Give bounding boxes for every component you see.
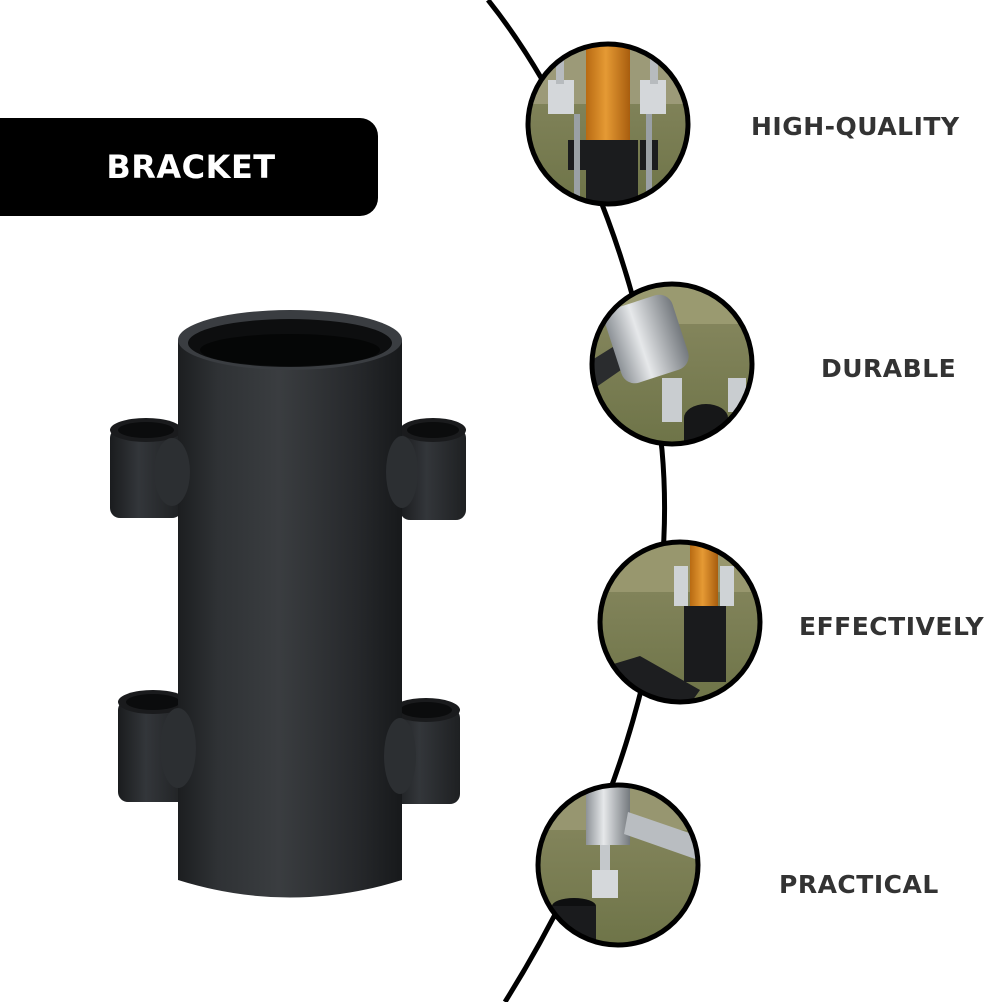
feature-label-durable: DURABLE xyxy=(821,354,957,383)
title-banner: BRACKET xyxy=(0,118,378,216)
feature-photo-2 xyxy=(589,281,755,447)
bracket-tube xyxy=(178,340,402,898)
feature-label-effectively: EFFECTIVELY xyxy=(799,612,985,641)
feature-label-practical: PRACTICAL xyxy=(779,870,939,899)
feature-photo-4 xyxy=(535,782,701,948)
title-banner-text: BRACKET xyxy=(106,148,276,186)
bracket-product-image xyxy=(110,310,466,898)
feature-photo-3 xyxy=(597,539,763,705)
feature-label-high-quality: HIGH-QUALITY xyxy=(751,112,960,141)
feature-photo-1 xyxy=(525,41,691,207)
lug-top-right xyxy=(400,418,466,520)
